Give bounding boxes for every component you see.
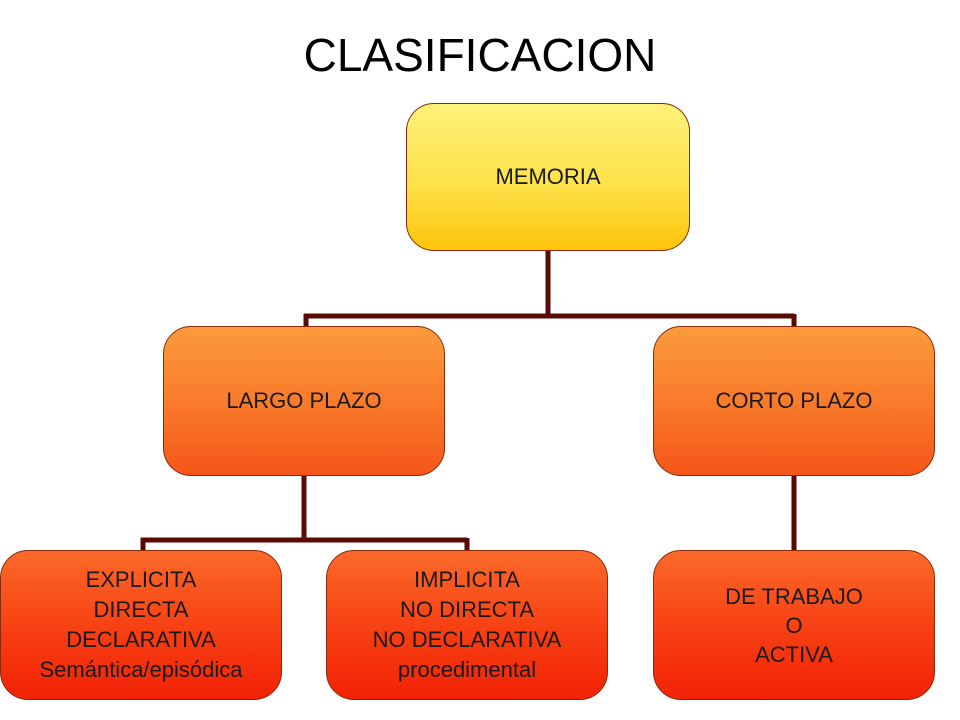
node-de-trabajo-line: DE TRABAJO [725, 583, 863, 609]
node-explicita-line: EXPLICITA [85, 567, 197, 592]
page-title: CLASIFICACION [303, 29, 657, 81]
node-largo-plazo-label: LARGO PLAZO [226, 388, 382, 413]
node-implicita: IMPLICITA NO DIRECTA NO DECLARATIVA proc… [326, 550, 608, 700]
node-explicita-line: DECLARATIVA [66, 627, 216, 652]
node-implicita-line: NO DIRECTA [399, 597, 535, 622]
node-memoria: MEMORIA [406, 103, 690, 251]
node-implicita-line: IMPLICITA [414, 567, 520, 592]
node-implicita-line: procedimental [397, 657, 537, 682]
node-explicita-line: DIRECTA [93, 597, 189, 622]
node-explicita: EXPLICITA DIRECTA DECLARATIVA Semántica/… [0, 550, 282, 700]
node-memoria-label: MEMORIA [495, 164, 601, 189]
node-corto-plazo: CORTO PLAZO [653, 326, 935, 476]
node-de-trabajo-line: ACTIVA [755, 641, 833, 667]
node-largo-plazo: LARGO PLAZO [163, 326, 445, 476]
node-corto-plazo-label: CORTO PLAZO [715, 388, 873, 413]
node-de-trabajo: DE TRABAJO O ACTIVA [653, 550, 935, 700]
node-de-trabajo-line: O [785, 612, 803, 638]
node-explicita-line: Semántica/episódica [39, 657, 243, 682]
node-implicita-line: NO DECLARATIVA [372, 627, 562, 652]
